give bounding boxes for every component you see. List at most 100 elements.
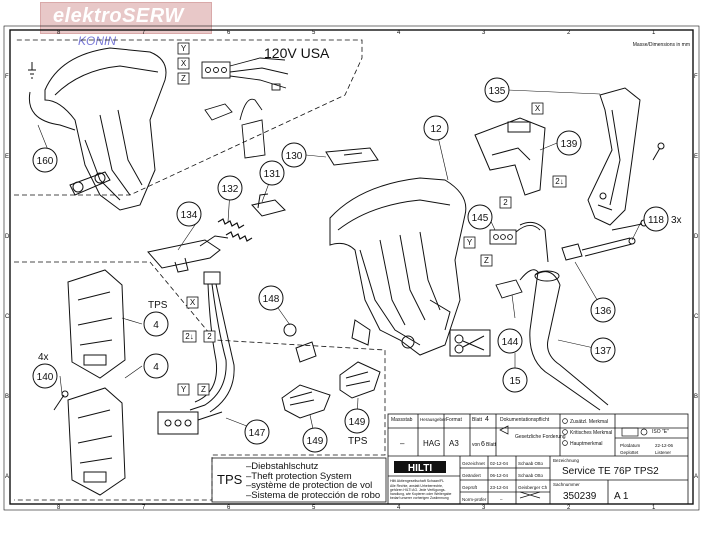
- callout-149-tps: TPS: [348, 436, 368, 447]
- callout-bubble-147: [244, 419, 270, 445]
- callout-140: 140: [37, 372, 54, 383]
- screws-118: [581, 142, 665, 257]
- haupt-label: Hauptmerkmal: [570, 441, 603, 447]
- grid-col-top-3: 3: [482, 30, 486, 36]
- legend-prefix: TPS: [217, 472, 243, 487]
- callout-bubble-134: [176, 201, 202, 227]
- row-label-geaendert: Geändert: [462, 473, 482, 478]
- callout-137: 137: [595, 346, 612, 357]
- rights-line-1: Alle Rechte, anstatt Urheberrechte,: [390, 484, 443, 488]
- usa-detail-area: [14, 39, 363, 196]
- grid-references: 8 7 6 5 4 3 2 1 8 7 6 5 4 3 2 1 F E D C …: [5, 30, 699, 511]
- callout-131: 131: [264, 169, 281, 180]
- callout-15: 15: [509, 376, 521, 387]
- grid-row-left-e: E: [5, 154, 9, 160]
- grid-col-top-5: 5: [312, 30, 316, 36]
- callout-bubble-137: [590, 337, 616, 363]
- bezeichnung-label: Bezeichnung: [553, 458, 580, 463]
- callout-numbers: 12 15 135 139 130 131 132 134 160 145 11…: [37, 86, 665, 447]
- iso-label: ISO "E": [652, 429, 669, 435]
- grid-col-top-7: 7: [142, 30, 146, 36]
- wire-tag-x-top: X: [181, 59, 187, 68]
- callout-4a: 4: [153, 320, 159, 331]
- callout-bubble-4a: [143, 311, 169, 337]
- title-block-text: Massstab Herausgeber Format Blatt 4 – HA…: [390, 416, 674, 502]
- sachnummer-value: 350239: [563, 491, 597, 502]
- callout-139: 139: [561, 139, 578, 150]
- callout-bubble-130: [281, 142, 307, 168]
- grid-col-bottom-3: 3: [482, 505, 486, 511]
- dokument-label: Dokumentationspflicht: [500, 417, 550, 423]
- grid-col-top-4: 4: [397, 30, 401, 36]
- callout-qualifiers: 3x TPS TPS 4x: [38, 215, 682, 447]
- wire-tag-x-left: X: [190, 298, 196, 307]
- zusatz-label: Zusätzl. Merkmal: [570, 419, 608, 425]
- row-date-geprueft: 23-12-04: [490, 485, 509, 490]
- callout-bubble-160: [32, 147, 58, 173]
- watermark-badge: elektroSERW: [40, 2, 212, 34]
- callout-bubble-140: [32, 363, 58, 389]
- wire-tag-2-left: 2: [207, 332, 212, 341]
- wire-tag-y-top: Y: [181, 44, 187, 53]
- tps-module-lower: [67, 387, 126, 496]
- callout-bubble-139: [556, 130, 582, 156]
- grid-row-left-a: A: [5, 474, 9, 480]
- grid-col-top-1: 1: [652, 30, 656, 36]
- grid-row-left-c: C: [5, 314, 10, 320]
- grid-col-bottom-8: 8: [57, 505, 61, 511]
- callout-147: 147: [249, 428, 266, 439]
- row-date-geaendert: 06-12-04: [490, 473, 509, 478]
- wire-tag-x-right: X: [535, 104, 541, 113]
- callout-12: 12: [430, 124, 442, 135]
- blatt-suffix: Blatt: [486, 442, 497, 448]
- callout-bubbles: [32, 77, 669, 453]
- row-label-normpruefer: Norm-prüfer: [462, 497, 487, 502]
- voltage-note: 120V USA: [264, 45, 330, 61]
- von-label: von: [472, 442, 480, 448]
- row-label-geprueft: Geprüft: [462, 485, 478, 490]
- main-connector-block: [489, 225, 541, 299]
- watermark-brand: elektroSERW: [53, 5, 184, 27]
- wire-tag-21-right: 2↓: [555, 177, 563, 186]
- callout-132: 132: [222, 184, 239, 195]
- part-131-bracket: [251, 193, 286, 217]
- watermark-city: KONIN: [78, 34, 117, 48]
- callout-160: 160: [37, 156, 54, 167]
- callout-118: 118: [648, 215, 664, 226]
- cut-cable-symbol: [449, 329, 491, 357]
- row-name-geprueft: Geisberger Ch: [518, 485, 548, 490]
- plotdatum-label: Plotdatum: [620, 443, 641, 448]
- side-handle-grip: [587, 87, 641, 226]
- cable-strain-relief: [519, 221, 609, 411]
- callout-140-qty: 4x: [38, 352, 49, 363]
- grid-row-left-b: B: [5, 394, 9, 400]
- wire-tag-z-mid: Z: [484, 256, 489, 265]
- drawing-frame: [3, 25, 700, 511]
- part-136-clip: [561, 243, 583, 261]
- legend-frame: [211, 457, 387, 503]
- grid-row-left-f: F: [5, 74, 9, 80]
- kritisch-label: Kritisches Merkmal: [570, 430, 612, 436]
- grid-row-right-c: C: [694, 314, 699, 320]
- callout-bubble-149a: [302, 427, 328, 453]
- grid-col-bottom-1: 1: [652, 505, 656, 511]
- callout-bubble-148: [258, 285, 284, 311]
- grid-col-top-2: 2: [567, 30, 571, 36]
- grid-col-bottom-7: 7: [142, 505, 146, 511]
- grid-col-bottom-6: 6: [227, 505, 231, 511]
- callout-bubble-145: [467, 204, 493, 230]
- legend-line-de: –Diebstahlschutz: [246, 461, 319, 472]
- grid-row-right-f: F: [694, 74, 698, 80]
- screw-140: [53, 390, 69, 411]
- wire-tag-y-mid: Y: [467, 238, 473, 247]
- grid-col-bottom-5: 5: [312, 505, 316, 511]
- rights-line-4: bedarf unserer vorherigen Zustimmung: [390, 496, 449, 500]
- callout-130: 130: [286, 151, 303, 162]
- grid-row-left-d: D: [5, 234, 10, 240]
- grid-col-bottom-2: 2: [567, 505, 571, 511]
- title-block-symbols: [499, 418, 648, 499]
- row-date-gezeichnet: 02-12-04: [490, 461, 509, 466]
- callout-145: 145: [472, 213, 489, 224]
- wire-tag-2-right: 2: [503, 198, 508, 207]
